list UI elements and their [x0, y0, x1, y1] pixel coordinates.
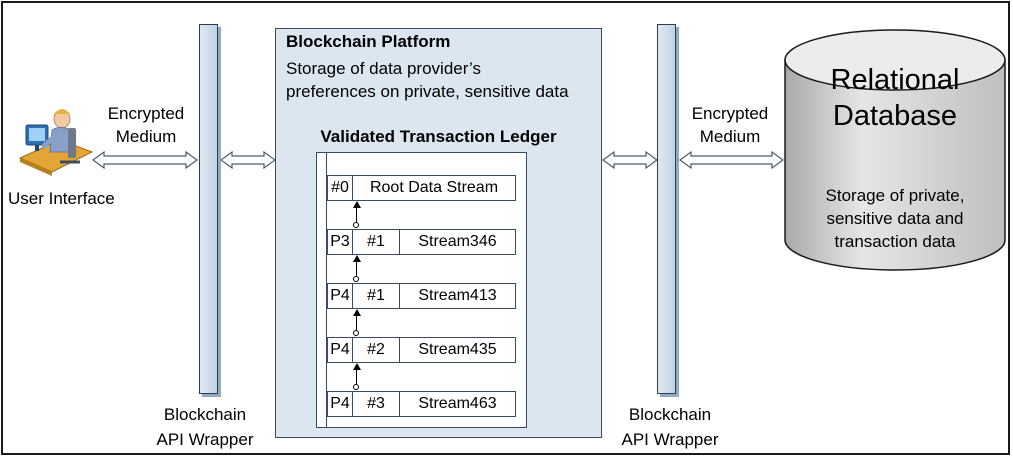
ledger-root-row: #0 Root Data Stream: [327, 175, 516, 201]
ledger-row: P4 #3 Stream463: [327, 391, 516, 417]
database-description: Storage of private, sensitive data and t…: [785, 184, 1005, 253]
right-wrapper-line1: Blockchain: [628, 405, 712, 424]
arrow-left-wrapper-to-platform: [219, 150, 277, 170]
row-index: #2: [353, 338, 400, 362]
row-name: Stream346: [418, 233, 497, 250]
transaction-ledger: #0 Root Data Stream P3 #1 Stream346 P4 #…: [316, 152, 527, 428]
pointer-origin: [353, 384, 359, 390]
root-name: Root Data Stream: [369, 179, 499, 196]
ledger-row: P3 #1 Stream346: [327, 229, 516, 255]
platform-description: Storage of data provider’s preferences o…: [286, 57, 569, 103]
row-provider: P4: [328, 392, 353, 416]
pointer-origin: [353, 330, 359, 336]
user-interface-label: User Interface: [8, 189, 115, 208]
pointer-arrowhead: [353, 201, 361, 208]
left-wrapper-line2: API Wrapper: [156, 430, 254, 449]
row-index: #1: [353, 230, 400, 254]
arrow-right-wrapper-to-database: [678, 150, 785, 170]
left-medium-line1: Encrypted: [107, 104, 185, 123]
platform-desc-line1: Storage of data provider’s: [286, 59, 481, 78]
row-index: #3: [353, 392, 400, 416]
database-desc-line1: Storage of private,: [825, 186, 965, 205]
row-provider: P4: [328, 338, 353, 362]
platform-desc-line2: preferences on private, sensitive data: [286, 82, 569, 101]
pointer-line: [356, 207, 357, 223]
database-cylinder: [784, 29, 1006, 271]
ledger-title: Validated Transaction Ledger: [320, 127, 557, 146]
platform-title: Blockchain Platform: [286, 32, 451, 51]
row-name: Stream413: [418, 287, 497, 304]
database-desc-line3: transaction data: [834, 232, 956, 251]
ledger-rail: [326, 153, 327, 427]
arrow-user-to-left-wrapper: [91, 150, 199, 170]
database-desc-line2: sensitive data and: [826, 209, 964, 228]
left-api-wrapper-bar: [199, 24, 218, 394]
pointer-line: [356, 369, 357, 385]
ledger-row: P4 #1 Stream413: [327, 283, 516, 309]
row-name: Stream435: [418, 341, 497, 358]
pointer-origin: [353, 222, 359, 228]
pointer-line: [356, 261, 357, 277]
left-wrapper-line1: Blockchain: [163, 405, 247, 424]
right-medium-line1: Encrypted: [691, 104, 769, 123]
database-title-line2: Database: [832, 100, 958, 132]
pointer-arrowhead: [353, 363, 361, 370]
row-provider: P4: [328, 284, 353, 308]
ledger-row: P4 #2 Stream435: [327, 337, 516, 363]
row-provider: P3: [328, 230, 353, 254]
pointer-arrowhead: [353, 255, 361, 262]
database-title: Relational Database: [785, 62, 1005, 134]
left-medium-line2: Medium: [115, 127, 177, 146]
right-wrapper-line2: API Wrapper: [621, 430, 719, 449]
arrow-platform-to-right-wrapper: [601, 150, 659, 170]
row-name: Stream463: [418, 395, 497, 412]
pointer-line: [356, 315, 357, 331]
person-at-computer-icon: [18, 109, 94, 176]
right-api-wrapper-bar: [657, 24, 676, 394]
database-title-line1: Relational: [830, 64, 960, 96]
root-index: #0: [328, 176, 353, 200]
right-medium-line2: Medium: [699, 127, 761, 146]
pointer-origin: [353, 276, 359, 282]
row-index: #1: [353, 284, 400, 308]
pointer-arrowhead: [353, 309, 361, 316]
